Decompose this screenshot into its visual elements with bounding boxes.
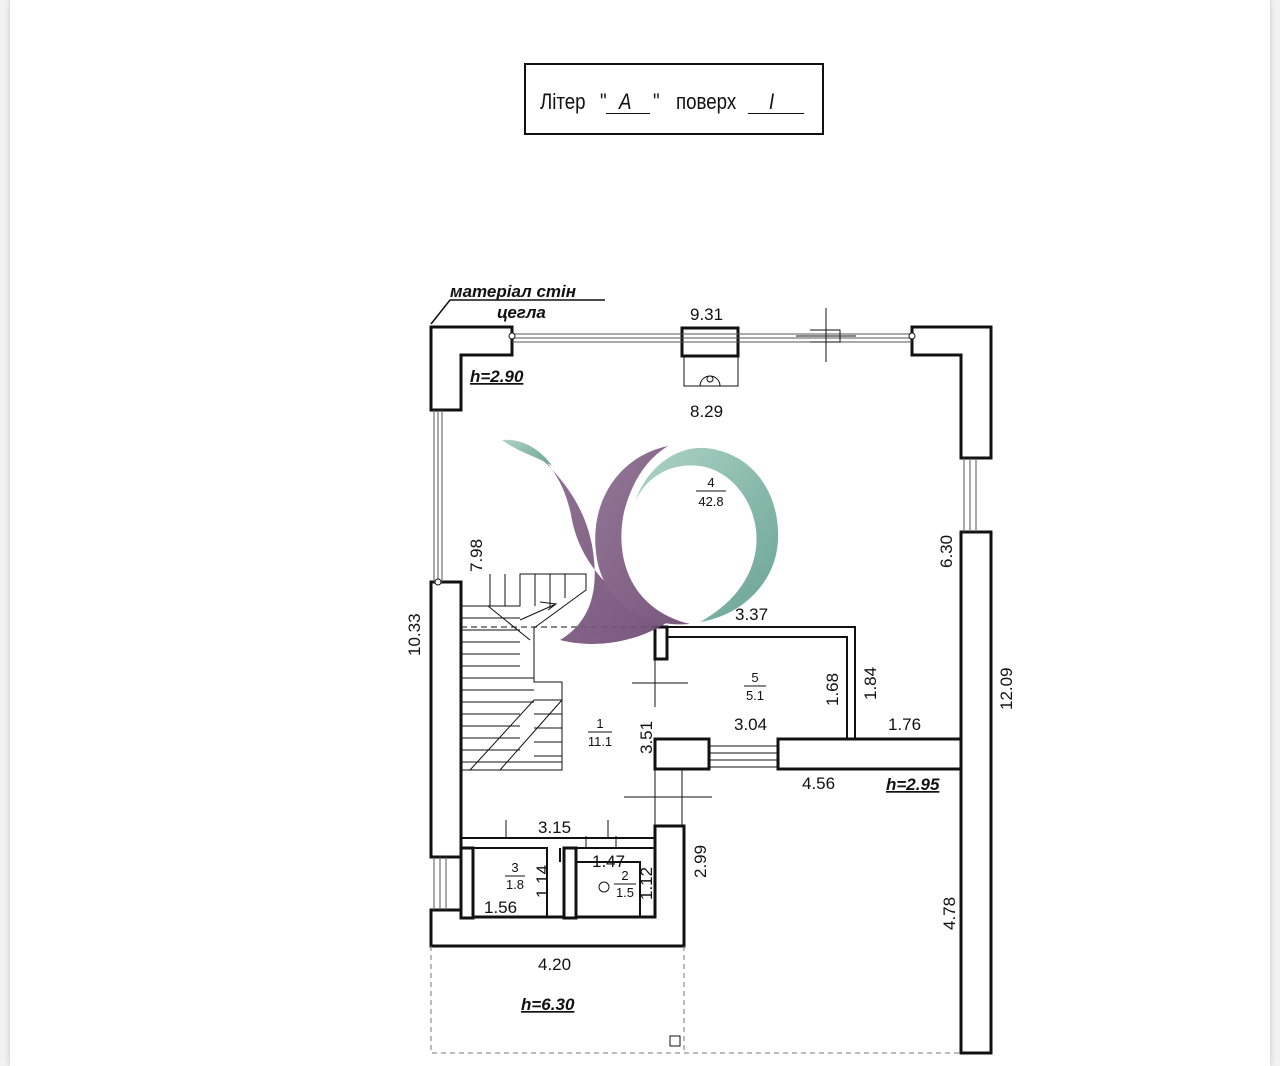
room-4-label: 4 42.8 xyxy=(696,475,726,509)
svg-text:4: 4 xyxy=(707,475,714,490)
dim-room5-top: 3.37 xyxy=(735,605,768,624)
dim-wc-height: 1.12 xyxy=(637,867,656,900)
dim-hall-width: 3.15 xyxy=(538,818,571,837)
wall-bath-left xyxy=(459,846,475,920)
wall-partition-step-right xyxy=(776,737,963,771)
dim-hall-height: 3.51 xyxy=(637,721,656,754)
svg-text:1.8: 1.8 xyxy=(506,877,524,892)
height-bottom: h=6.30 xyxy=(521,995,575,1014)
bath-top xyxy=(472,847,548,917)
room-5-label: 5 5.1 xyxy=(744,670,766,703)
dim-bottom-width: 4.20 xyxy=(538,955,571,974)
liter-open-quote: " xyxy=(600,89,607,114)
wall-partition-step-left xyxy=(653,737,711,771)
svg-text:1: 1 xyxy=(596,716,603,731)
dim-right-outer: 12.09 xyxy=(997,667,1016,710)
windows xyxy=(433,332,977,910)
room5-wall xyxy=(655,626,856,739)
window-top xyxy=(512,333,912,343)
step-lines xyxy=(709,745,778,768)
window-bottom-left xyxy=(433,857,447,910)
svg-text:1.5: 1.5 xyxy=(616,885,634,900)
dim-lower-height: 2.99 xyxy=(691,845,710,878)
room-2-label: 2 1.5 xyxy=(598,868,636,900)
dim-step-width: 4.56 xyxy=(802,774,835,793)
dim-left-outer: 10.33 xyxy=(405,613,424,656)
height-right: h=2.95 xyxy=(886,775,940,794)
liter-underline xyxy=(606,113,650,114)
window-right xyxy=(963,458,977,532)
floor-value: I xyxy=(769,89,775,114)
material-leader xyxy=(430,299,605,325)
svg-text:11.1: 11.1 xyxy=(588,734,612,749)
height-top-left: h=2.90 xyxy=(470,367,524,386)
room-1-label: 1 11.1 xyxy=(588,716,612,749)
svg-text:3: 3 xyxy=(511,860,518,875)
dim-top-outer: 9.31 xyxy=(690,305,723,324)
wall-top-right-corner xyxy=(910,325,993,460)
dim-right-lower: 4.78 xyxy=(940,897,959,930)
wall-material-value: цегла xyxy=(497,303,546,322)
interior-lines xyxy=(461,626,856,917)
dim-bath-height: 1.14 xyxy=(533,865,552,898)
door-marks xyxy=(505,308,856,1047)
wall-material-label: матеріал стін xyxy=(450,282,576,301)
room5-inner-wall xyxy=(667,636,848,739)
wall-right-lower xyxy=(959,530,993,1055)
dim-ledge: 1.76 xyxy=(888,715,921,734)
watermark-logo xyxy=(502,439,779,644)
wc-inner xyxy=(559,848,641,917)
floor-underline xyxy=(748,113,804,114)
room-3-label: 3 1.8 xyxy=(505,860,525,892)
wall-top-left-corner xyxy=(429,325,514,412)
title-stamp: Літер " А " поверх I xyxy=(524,63,824,135)
svg-text:5.1: 5.1 xyxy=(746,688,764,703)
dim-room5-height: 1.68 xyxy=(823,673,842,706)
walls xyxy=(429,325,993,1055)
dashed-outlines xyxy=(430,946,961,1054)
wall-left xyxy=(429,580,463,859)
dim-top-inner: 8.29 xyxy=(690,402,723,421)
wall-wc-left xyxy=(562,846,578,920)
hall-lower-wall xyxy=(461,837,656,848)
liter-value: А xyxy=(619,89,632,114)
liter-label: Літер xyxy=(540,89,586,114)
dim-right-upper: 6.30 xyxy=(937,535,956,568)
svg-text:42.8: 42.8 xyxy=(698,494,723,509)
dim-room5-bottom: 3.04 xyxy=(734,715,767,734)
window-left xyxy=(433,410,443,582)
wall-partition-top xyxy=(653,625,669,661)
floor-label: поверх xyxy=(676,89,737,114)
svg-text:2: 2 xyxy=(621,868,628,883)
dim-left-inner: 7.98 xyxy=(467,539,486,572)
dim-wc-width: 1.47 xyxy=(592,852,625,871)
labels: матеріал стін цегла h=2.90 h=2.95 h=6.30… xyxy=(405,282,1016,1014)
svg-text:5: 5 xyxy=(751,670,758,685)
liter-close-quote: " xyxy=(653,89,660,114)
dim-bath-width: 1.56 xyxy=(484,898,517,917)
dim-room5-outer-height: 1.84 xyxy=(861,667,880,700)
